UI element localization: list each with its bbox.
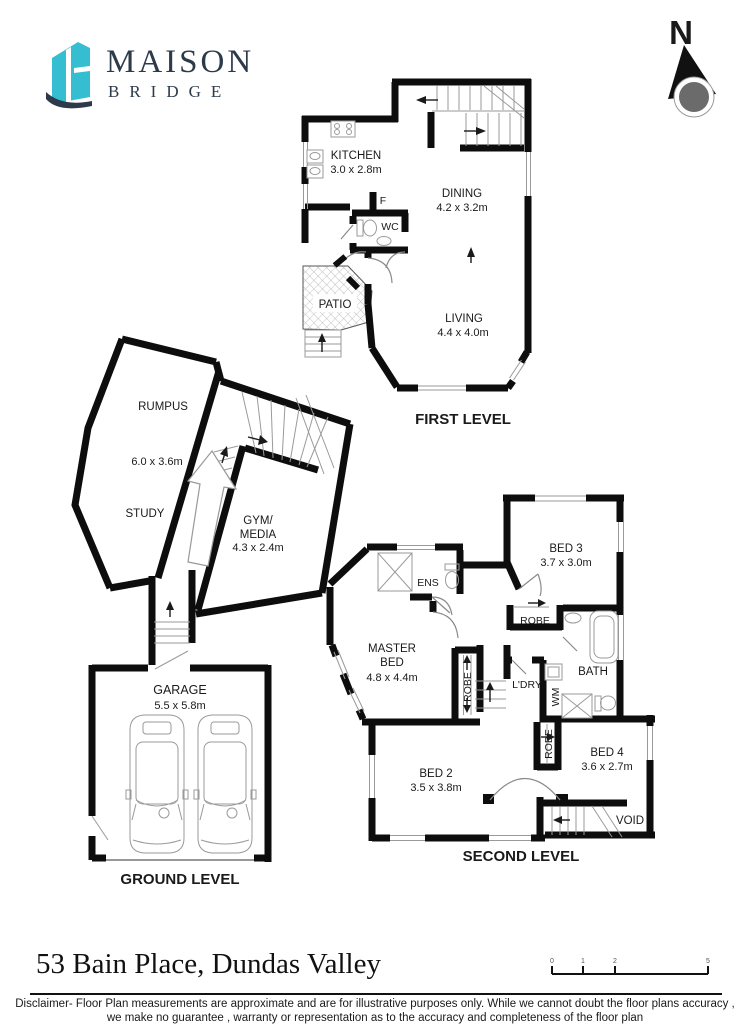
kitchen-label: KITCHEN — [331, 150, 381, 162]
living-dims: 4.4 x 4.0m — [437, 327, 488, 339]
north-compass-icon: N — [668, 14, 716, 118]
disclaimer-line1: Disclaimer- Floor Plan measurements are … — [15, 998, 735, 1010]
first-level-plan: KITCHEN 3.0 x 2.8m DINING 4.2 x 3.2m F W… — [301, 78, 532, 428]
bed3-label: BED 3 — [549, 543, 582, 555]
bath-basin-icon — [564, 612, 582, 624]
void-label: VOID — [616, 815, 644, 827]
ground-stairs — [241, 391, 335, 475]
laundry-label: L'DRY — [512, 679, 542, 691]
compass-hub — [679, 82, 709, 112]
ground-level-walls — [71, 335, 354, 862]
second-level-windows — [333, 495, 653, 841]
dining-label: DINING — [442, 188, 482, 200]
washing-machine-icon — [544, 663, 563, 681]
kitchen-dims: 3.0 x 2.8m — [330, 164, 381, 176]
bed2-label: BED 2 — [419, 768, 452, 780]
scale-tick-5: 5 — [706, 958, 710, 965]
logo-text-maison: MAISON — [106, 44, 255, 80]
footer-divider — [30, 993, 722, 995]
gym-media-dims: 4.3 x 2.4m — [232, 542, 283, 554]
fridge-label: F — [380, 195, 386, 207]
ground-level-title: GROUND LEVEL — [120, 871, 239, 888]
bath-shower-icon — [561, 693, 593, 719]
car-icon — [125, 714, 189, 854]
property-address: 53 Bain Place, Dundas Valley — [36, 948, 381, 980]
compass-north-label: N — [669, 14, 693, 51]
wc-label: WC — [381, 221, 399, 233]
first-level-stairs — [432, 85, 525, 146]
second-level-plan: BED 3 3.7 x 3.0m ENS MASTER BED 4.8 x 4.… — [326, 494, 655, 865]
scale-bar: 0 1 2 5 — [550, 958, 710, 975]
car-icon — [193, 714, 257, 854]
kitchen-sink-icon — [306, 149, 324, 179]
study-label: STUDY — [126, 508, 165, 520]
disclaimer-line2: we make no guarantee , warranty or repre… — [106, 1012, 644, 1024]
second-level-walls — [326, 494, 655, 842]
robe-bed4-label: ROBE — [543, 729, 555, 759]
second-level-doors — [431, 573, 578, 801]
garage-corridor-steps — [91, 621, 190, 841]
stove-icon — [330, 120, 356, 138]
robe-master-label: ROBE — [462, 672, 474, 702]
bed4-label: BED 4 — [590, 747, 624, 759]
dining-dims: 4.2 x 3.2m — [436, 202, 487, 214]
patio-label: PATIO — [319, 299, 352, 311]
garage-label: GARAGE — [153, 683, 207, 697]
first-level-title: FIRST LEVEL — [415, 411, 511, 428]
master-bed-label2: BED — [380, 657, 404, 669]
scale-tick-0: 0 — [550, 958, 554, 965]
bath-toilet-icon — [594, 695, 616, 712]
ens-toilet-icon — [444, 563, 460, 589]
gym-media-label: GYM/ — [243, 515, 273, 527]
master-bed-dims: 4.8 x 4.4m — [366, 672, 417, 684]
scale-tick-2: 2 — [613, 958, 617, 965]
scale-tick-1: 1 — [581, 958, 585, 965]
logo-swoosh — [46, 92, 92, 109]
rumpus-dims: 6.0 x 3.6m — [131, 456, 182, 468]
master-bed-label: MASTER — [368, 643, 416, 655]
maison-bridge-logo: MAISON BRIDGE — [36, 38, 276, 118]
gym-media-label2: MEDIA — [240, 529, 277, 541]
ground-level-plan: RUMPUS 6.0 x 3.6m STUDY GYM/ MEDIA 4.3 x… — [71, 335, 354, 888]
living-label: LIVING — [445, 313, 483, 325]
wm-label: WM — [550, 688, 562, 707]
bath-tub-icon — [564, 610, 619, 664]
logo-text-bridge: BRIDGE — [108, 82, 232, 101]
bed3-dims: 3.7 x 3.0m — [540, 557, 591, 569]
wc-basin-icon — [376, 236, 392, 246]
stair-direction-arrow — [186, 449, 238, 567]
toilet-icon — [356, 219, 392, 246]
bed4-dims: 3.6 x 2.7m — [581, 761, 632, 773]
second-level-title: SECOND LEVEL — [463, 848, 580, 865]
ens-shower-icon — [377, 552, 413, 592]
bed2-dims: 3.5 x 3.8m — [410, 782, 461, 794]
first-level-walls — [301, 78, 532, 392]
garage-dims: 5.5 x 5.8m — [154, 700, 205, 712]
rumpus-label: RUMPUS — [138, 401, 188, 413]
robe-bed3-label: ROBE — [520, 615, 550, 627]
ens-label: ENS — [417, 577, 439, 589]
bath-label: BATH — [578, 666, 608, 678]
logo-building-icon — [46, 42, 92, 109]
